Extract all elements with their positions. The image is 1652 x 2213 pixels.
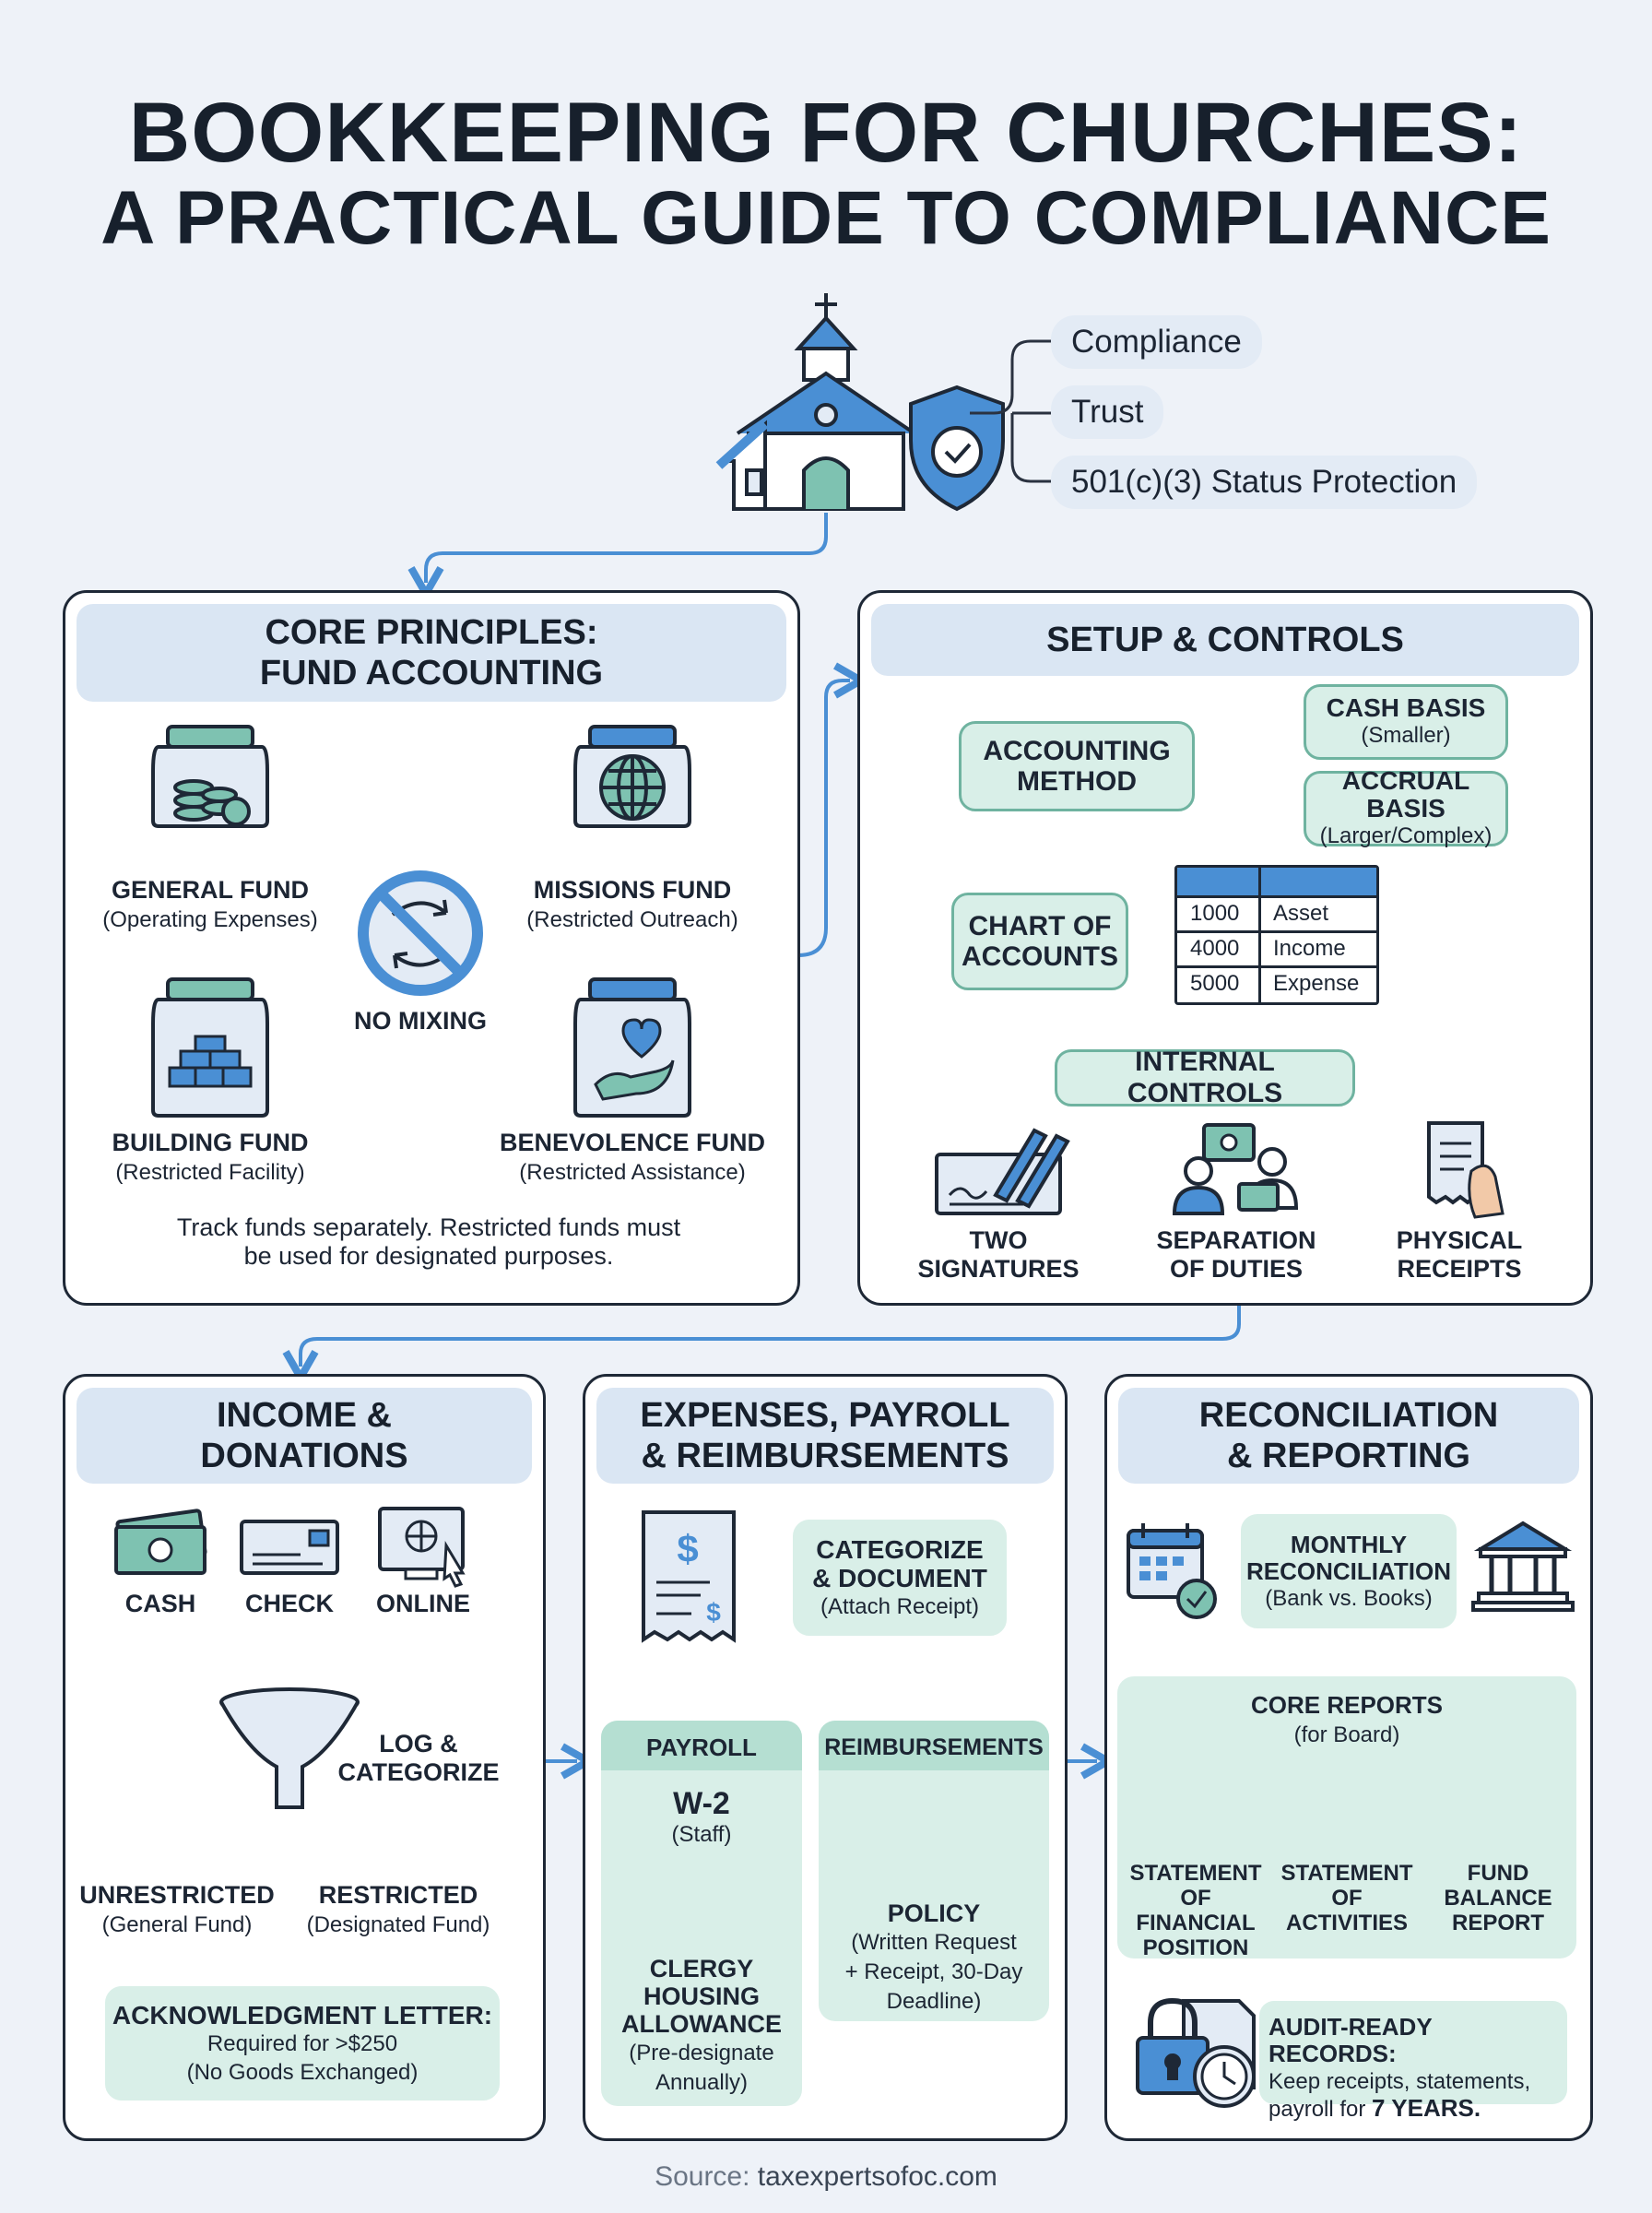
no-mixing-icon [358,870,483,996]
jar-globe-icon [573,725,691,828]
jar-coins-icon [151,725,269,828]
source-url[interactable]: taxexpertsofoc.com [757,2161,997,2192]
receipt-dollar-icon: $ $ [642,1510,736,1643]
source-label: Source: [655,2161,750,2192]
coa-type: Asset [1273,901,1329,926]
unrestricted-label: UNRESTRICTED(General Fund) [79,1881,275,1937]
core-principles-header: CORE PRINCIPLES: FUND ACCOUNTING [77,604,786,702]
bank-icon [1471,1521,1575,1612]
w2-label: W-2 [673,1786,730,1821]
reconciliation-header: RECONCILIATION& REPORTING [1118,1388,1579,1484]
missions-fund-label: MISSIONS FUND(Restricted Outreach) [526,876,738,932]
shield-check-icon [909,385,1005,512]
calendar-check-icon [1127,1523,1217,1619]
reimbursements-box [819,1721,1049,2021]
check-icon [240,1520,339,1575]
core-reports-label: CORE REPORTS(for Board) [1250,1691,1444,1747]
expenses-header: EXPENSES, PAYROLL& REIMBURSEMENTS [596,1388,1054,1484]
audit-ready-box [1259,2001,1567,2104]
income-donations-header: INCOME &DONATIONS [77,1388,532,1484]
building-fund-label: BUILDING FUND(Restricted Facility) [112,1129,309,1185]
general-fund-label: GENERAL FUND(Operating Expenses) [102,876,318,932]
benefit-status-protection: 501(c)(3) Status Protection [1051,456,1478,509]
restricted-label: RESTRICTED(Designated Fund) [306,1881,490,1937]
core-reports-box [1117,1676,1576,1959]
setup-controls-header: SETUP & CONTROLS [871,604,1579,676]
jar-bricks-icon [151,977,269,1118]
cash-basis-box: CASH BASIS(Smaller) [1304,684,1508,760]
coa-code: 4000 [1190,936,1240,961]
reimbursements-header-bg [819,1721,1049,1770]
w2-sub: (Staff) [671,1822,732,1847]
coa-code: 5000 [1190,971,1240,996]
no-mixing-label: NO MIXING [353,1007,487,1035]
online-label: ONLINE [375,1590,470,1617]
categorize-document-box: CATEGORIZE& DOCUMENT(Attach Receipt) [793,1520,1007,1636]
online-icon [378,1507,466,1588]
payroll-header: PAYROLL [646,1734,757,1761]
benefit-compliance: Compliance [1051,315,1262,369]
page-subtitle: A PRACTICAL GUIDE TO COMPLIANCE [100,176,1552,260]
svg-text:$: $ [677,1527,698,1570]
cash-label: CASH [124,1590,196,1617]
coa-type: Expense [1273,971,1360,996]
acknowledgment-letter-box: ACKNOWLEDGMENT LETTER:Required for >$250… [105,1986,500,2101]
coa-code: 1000 [1190,901,1240,926]
accrual-basis-box: ACCRUAL BASIS(Larger/Complex) [1304,767,1508,848]
benevolence-fund-label: BENEVOLENCE FUND(Restricted Assistance) [499,1129,766,1185]
lock-clock-icon [1136,1997,1256,2108]
fund-note: Track funds separately. Restricted funds… [176,1213,681,1270]
source-line: Source: taxexpertsofoc.com [0,2161,1652,2193]
payroll-header-bg [601,1721,802,1770]
audit-ready-label: AUDIT-READY RECORDS:Keep receipts, state… [1268,2013,1531,2123]
check-label: CHECK [244,1590,334,1617]
log-categorize-label: LOG &CATEGORIZE [337,1730,500,1786]
church-icon [715,293,916,511]
svg-text:$: $ [706,1598,721,1627]
funnel-icon [219,1687,360,1809]
internal-controls-box: INTERNAL CONTROLS [1055,1047,1355,1108]
cash-icon [114,1509,207,1575]
jar-heart-hand-icon [573,977,691,1118]
physical-receipts-icon [1427,1121,1504,1219]
chart-of-accounts-table: 1000 Asset 4000 Income 5000 Expense [1174,865,1379,1005]
separation-of-duties-icon [1172,1123,1299,1215]
benefit-trust: Trust [1051,385,1164,439]
two-signatures-icon [935,1128,1070,1215]
coa-type: Income [1273,936,1346,961]
payroll-box [601,1721,802,2106]
reimbursements-header: REIMBURSEMENTS [824,1734,1044,1760]
page-title: BOOKKEEPING FOR CHURCHES: [128,86,1524,180]
